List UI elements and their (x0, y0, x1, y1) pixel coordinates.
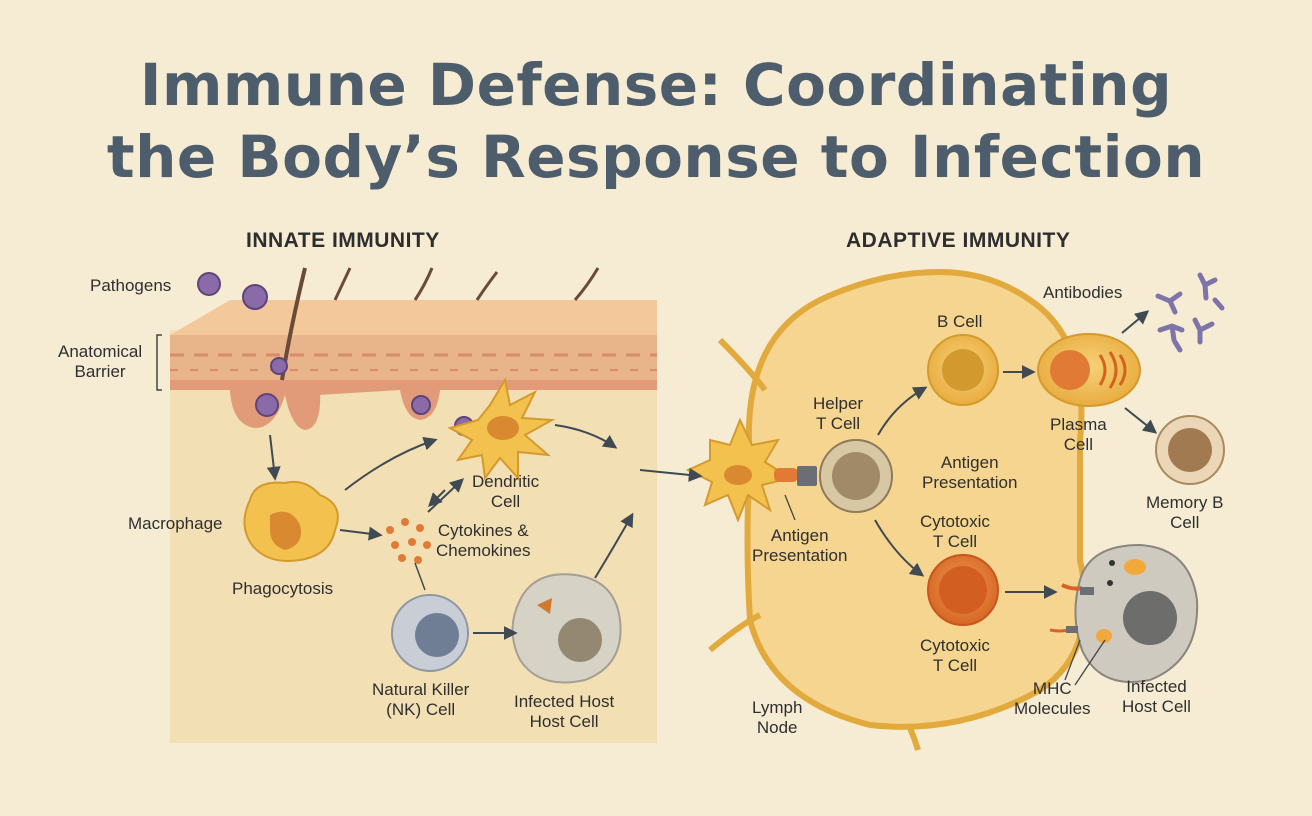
section-adaptive: ADAPTIVE IMMUNITY (846, 229, 1071, 252)
helper-t-cell (797, 439, 893, 513)
mhc-pointer-2 (1074, 639, 1106, 686)
label-antibodies: Antibodies (1043, 283, 1123, 302)
label-cytotoxic-bottom: Cytotoxic T Cell (920, 636, 990, 675)
cytokine-dots (386, 518, 431, 564)
antigen-left-pointer (784, 494, 796, 521)
label-dendritic: Dendritic Cell (472, 472, 540, 511)
label-nk-cell: Natural Killer (NK) Cell (372, 680, 470, 719)
label-phagocytosis: Phagocytosis (232, 579, 334, 598)
infected-host-cell-right (1049, 543, 1199, 683)
arrow-plasma-to-antibodies (1121, 310, 1150, 334)
arrow-plasma-to-memory (1124, 407, 1158, 434)
mhc-pointer-1 (1064, 639, 1081, 681)
macrophage-cell (243, 480, 339, 562)
infected-host-cell-left (511, 573, 622, 684)
antibody-icon (1155, 272, 1225, 353)
arrow-nk-line (414, 562, 426, 591)
label-memory-b-cell: Memory B Cell (1146, 493, 1224, 532)
label-infected-host-right: Infected Host Cell (1122, 677, 1191, 716)
label-lymph-node: Lymph Node (752, 698, 803, 737)
label-anatomical-barrier: Anatomical Barrier (58, 342, 143, 381)
label-antigen-presentation-right: Antigen Presentation (922, 453, 1018, 492)
section-innate: INNATE IMMUNITY (246, 229, 440, 252)
label-cytotoxic-top: Cytotoxic T Cell (920, 512, 990, 551)
label-pathogens: Pathogens (90, 276, 172, 295)
title-line-2: the Body’s Response to Infection (106, 123, 1206, 191)
arrow-dendritic-to-cytokines (428, 489, 446, 507)
cytotoxic-t-cell (927, 554, 999, 626)
arrow-barrier-to-macrophage (266, 434, 281, 481)
dendritic-cell-left (447, 377, 556, 481)
lymph-node (708, 268, 1088, 751)
arrow-helper-to-cytotoxic (874, 519, 925, 577)
label-infected-host-left: Infected Host Host Cell (514, 692, 615, 731)
label-cytokines: Cytokines & Chemokines (436, 521, 531, 560)
label-mhc-molecules: MHC Molecules (1014, 679, 1091, 718)
dendritic-cell-right (685, 417, 798, 523)
nk-cell (391, 594, 469, 672)
arrow-macrophage-to-cytokines (339, 526, 383, 541)
arrow-to-dendritic-right (639, 467, 703, 482)
plasma-cell (1037, 333, 1141, 407)
memory-b-cell (1155, 415, 1225, 485)
arrow-helper-to-bcell (877, 386, 928, 436)
title-line-1: Immune Defense: Coordinating (139, 51, 1173, 119)
label-plasma-cell: Plasma Cell (1050, 415, 1107, 454)
label-helper-t-cell: Helper T Cell (813, 394, 864, 433)
arrow-dendritic-to-lymph (554, 424, 618, 449)
arrow-infected-to-lymph (594, 512, 634, 579)
label-antigen-presentation-left: Antigen Presentation (752, 526, 848, 565)
label-b-cell: B Cell (937, 312, 983, 331)
arrow-macrophage-to-dendritic (344, 436, 438, 491)
label-macrophage: Macrophage (128, 514, 223, 533)
b-cell (927, 334, 999, 406)
